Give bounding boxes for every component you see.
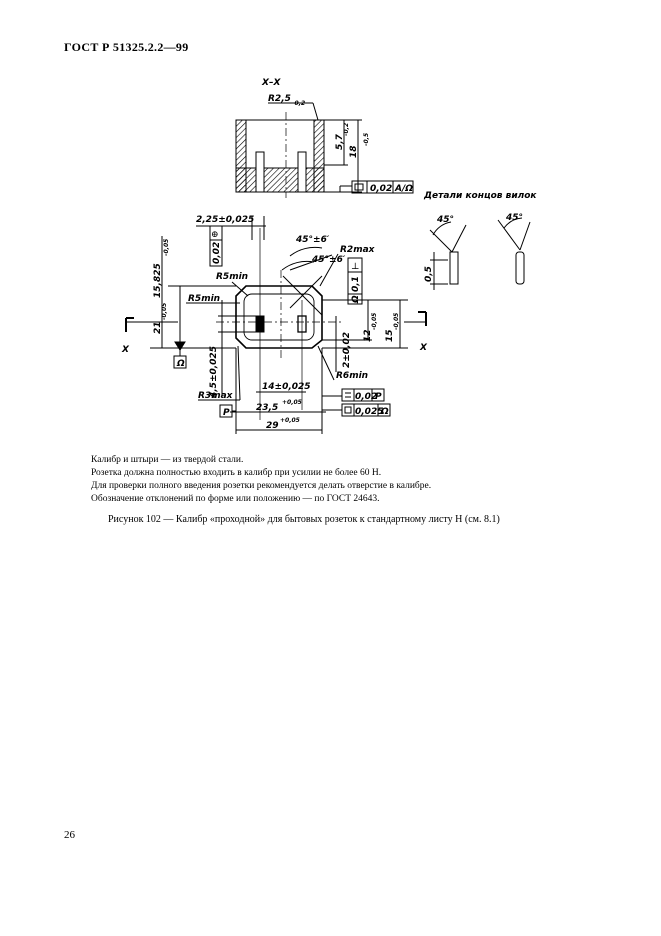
angle-label-2: 45°±6′: [311, 255, 346, 265]
dim-15-825: 15,825: [153, 263, 163, 298]
radius-r3max: R3max: [198, 391, 234, 401]
dim-29-tolerance: +0,05: [280, 417, 300, 424]
radius-top-tolerance: -0,2: [292, 100, 305, 107]
dim-18: 18: [349, 145, 359, 158]
note-line: Розетка должна полностью входить в калиб…: [91, 468, 382, 478]
note-line: Для проверки полного введения розетки ре…: [91, 481, 432, 491]
page-number: 26: [64, 829, 75, 841]
radius-top-label: R2,5: [268, 94, 291, 104]
radius-r6min: R6min: [336, 371, 368, 381]
detail-angle-1: 45°: [436, 215, 454, 225]
detail-dim-0-5: 0,5: [424, 266, 434, 282]
parallel-reference: P: [375, 392, 382, 402]
dim-23-5-tolerance: +0,05: [282, 399, 302, 406]
detail-angle-2: 45°: [505, 213, 523, 223]
section-label: X–X: [261, 78, 281, 88]
dim-14: 14±0,025: [262, 382, 311, 392]
dim-12-tolerance: -0,05: [371, 313, 378, 330]
flatness2-reference: Ω: [380, 407, 389, 417]
flatness-reference: A/Ω: [394, 184, 413, 194]
dim-15-tolerance: -0,05: [393, 313, 400, 330]
figure-caption: Рисунок 102 — Калибр «проходной» для быт…: [108, 514, 500, 525]
dim-4-5: 4,5±0,025: [209, 346, 219, 399]
note-line: Калибр и штыри — из твердой стали.: [91, 455, 244, 465]
flatness2-value: 0,025: [355, 407, 383, 417]
notes-block: Калибр и штыри — из твердой стали. Розет…: [91, 454, 431, 506]
angle-label-1: 45°±6′: [295, 235, 330, 245]
dim-2-25: 2,25±0,025: [196, 215, 254, 225]
radius-r2max: R2max: [340, 245, 376, 255]
dim-23-5: 23,5: [256, 403, 278, 413]
dim-21: 21: [153, 321, 163, 334]
parallel-value: 0,02: [355, 392, 377, 402]
dim-5-7-tolerance: -0,2: [343, 123, 350, 136]
dim-29: 29: [266, 421, 279, 431]
perp-symbol: ⊥: [351, 261, 359, 271]
dim-15-825-tolerance: -0,05: [163, 239, 170, 256]
details-title: Детали концов вилок: [423, 191, 537, 201]
dim-15: 15: [385, 329, 395, 342]
section-mark-left: X: [121, 345, 130, 355]
radius-r5min-2: R5min: [188, 294, 220, 304]
position-symbol: ⊕: [211, 229, 219, 239]
dim-5-7: 5,7: [335, 133, 345, 150]
section-mark-right: X: [419, 343, 428, 353]
flatness-value: 0,02: [370, 184, 392, 194]
datum-p: P: [223, 408, 230, 418]
document-header: ГОСТ Р 51325.2.2—99: [64, 40, 189, 54]
datum-a-left: Ω: [176, 359, 185, 369]
dim-12: 12: [363, 329, 373, 342]
dim-18-tolerance: -0,5: [363, 133, 370, 146]
gauge-drawing: X–X R2,5 -0,2 5,7 -0,2 18 -0,5 0,02 A/Ω: [121, 78, 537, 434]
dim-21-tolerance: -0,05: [161, 303, 168, 320]
radius-r5min: R5min: [216, 272, 248, 282]
dim-2: 2±0,02: [342, 332, 352, 368]
perp-value: 0,1: [351, 276, 361, 292]
position-tolerance: 0,02: [212, 242, 222, 264]
note-line: Обозначение отклонений по форме или поло…: [91, 494, 380, 504]
